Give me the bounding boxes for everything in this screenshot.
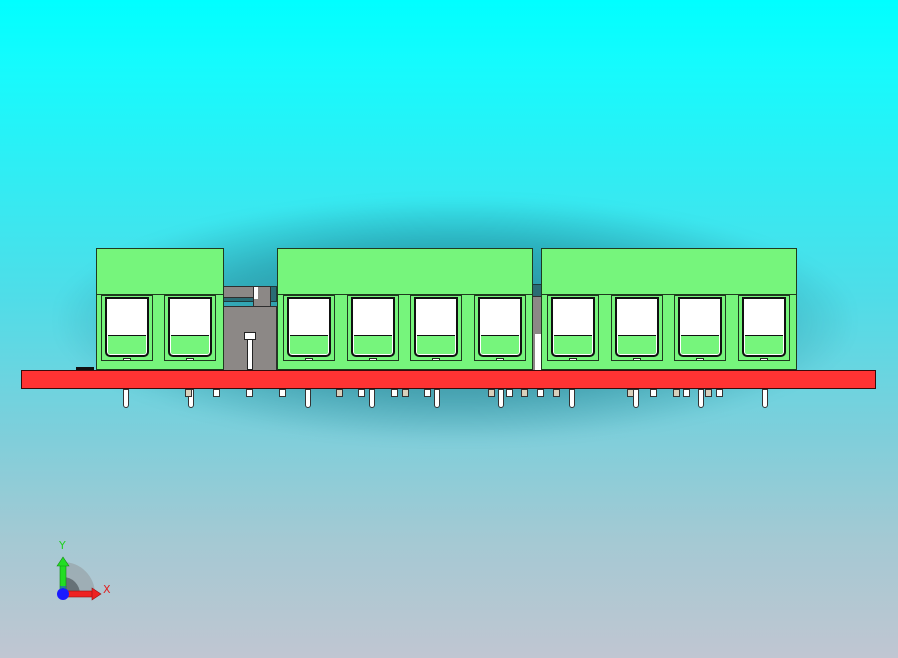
through-hole-pin [434, 389, 440, 408]
coordinate-triad[interactable]: Y X [45, 535, 120, 605]
short-pin [246, 389, 253, 397]
through-hole-pin [762, 389, 768, 408]
short-pin [391, 389, 398, 397]
terminal-block-top [278, 249, 532, 295]
short-pin [716, 389, 723, 397]
terminal-slot[interactable] [547, 295, 599, 361]
terminal-slot[interactable] [283, 295, 335, 361]
smd-pad [488, 389, 495, 397]
terminal-slot[interactable] [611, 295, 663, 361]
through-hole-pin [123, 389, 129, 408]
component-highlight [254, 287, 258, 299]
short-pin [683, 389, 690, 397]
y-axis-label: Y [59, 539, 66, 552]
smd-component [76, 367, 94, 371]
pcb-board[interactable] [21, 370, 876, 389]
component-pin [247, 339, 253, 370]
terminal-slot[interactable] [410, 295, 462, 361]
terminal-slot[interactable] [674, 295, 726, 361]
smd-pad [553, 389, 560, 397]
terminal-block-4pos-a[interactable] [277, 248, 533, 370]
terminal-slot[interactable] [101, 295, 153, 361]
short-pin [506, 389, 513, 397]
terminal-block-2pos[interactable] [96, 248, 224, 370]
short-pin [279, 389, 286, 397]
through-hole-pin [569, 389, 575, 408]
through-hole-pin [698, 389, 704, 408]
terminal-block-top [97, 249, 223, 295]
short-pin [424, 389, 431, 397]
short-pin [650, 389, 657, 397]
terminal-block-top [542, 249, 796, 295]
through-hole-pin [369, 389, 375, 408]
terminal-block-4pos-b[interactable] [541, 248, 797, 370]
smd-pad [673, 389, 680, 397]
terminal-slot[interactable] [347, 295, 399, 361]
component-gap-pin [535, 334, 541, 370]
triad-icon [56, 556, 102, 601]
smd-pad [402, 389, 409, 397]
through-hole-pin [498, 389, 504, 408]
x-axis-label: X [103, 583, 111, 596]
terminal-slot[interactable] [738, 295, 790, 361]
smd-pad [336, 389, 343, 397]
terminal-slot[interactable] [474, 295, 526, 361]
terminal-slot[interactable] [164, 295, 216, 361]
through-hole-pin [305, 389, 311, 408]
through-hole-pin [633, 389, 639, 408]
smd-pad [185, 389, 192, 397]
smd-pad [521, 389, 528, 397]
short-pin [358, 389, 365, 397]
short-pin [537, 389, 544, 397]
smd-pad [705, 389, 712, 397]
short-pin [213, 389, 220, 397]
